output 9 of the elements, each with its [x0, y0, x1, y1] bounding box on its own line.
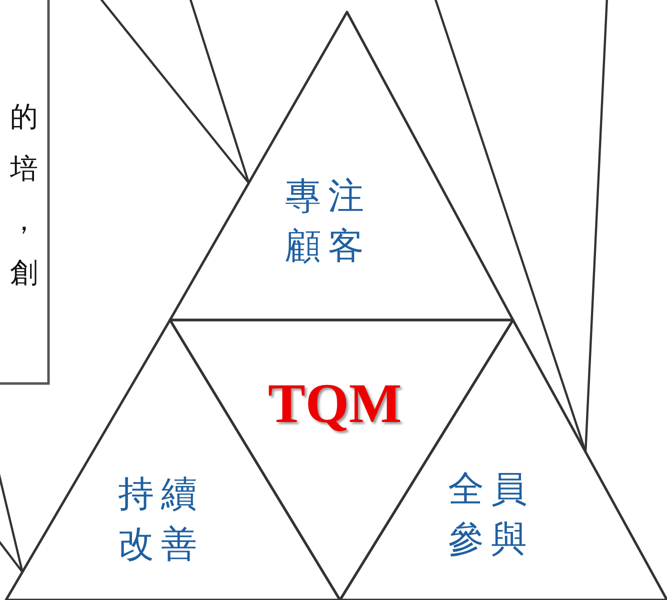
- triangle-label: 全員參與: [448, 468, 534, 562]
- triangle-label: 持續改善: [118, 473, 204, 568]
- box-text: 的培，創: [10, 99, 38, 291]
- leader-line: [584, 0, 608, 452]
- center-label: TQM: [268, 372, 402, 436]
- leader-line: [188, 0, 250, 184]
- triangle-label: 專注顧客: [285, 175, 372, 270]
- leader-line: [99, 0, 250, 184]
- leader-line: [0, 539, 24, 573]
